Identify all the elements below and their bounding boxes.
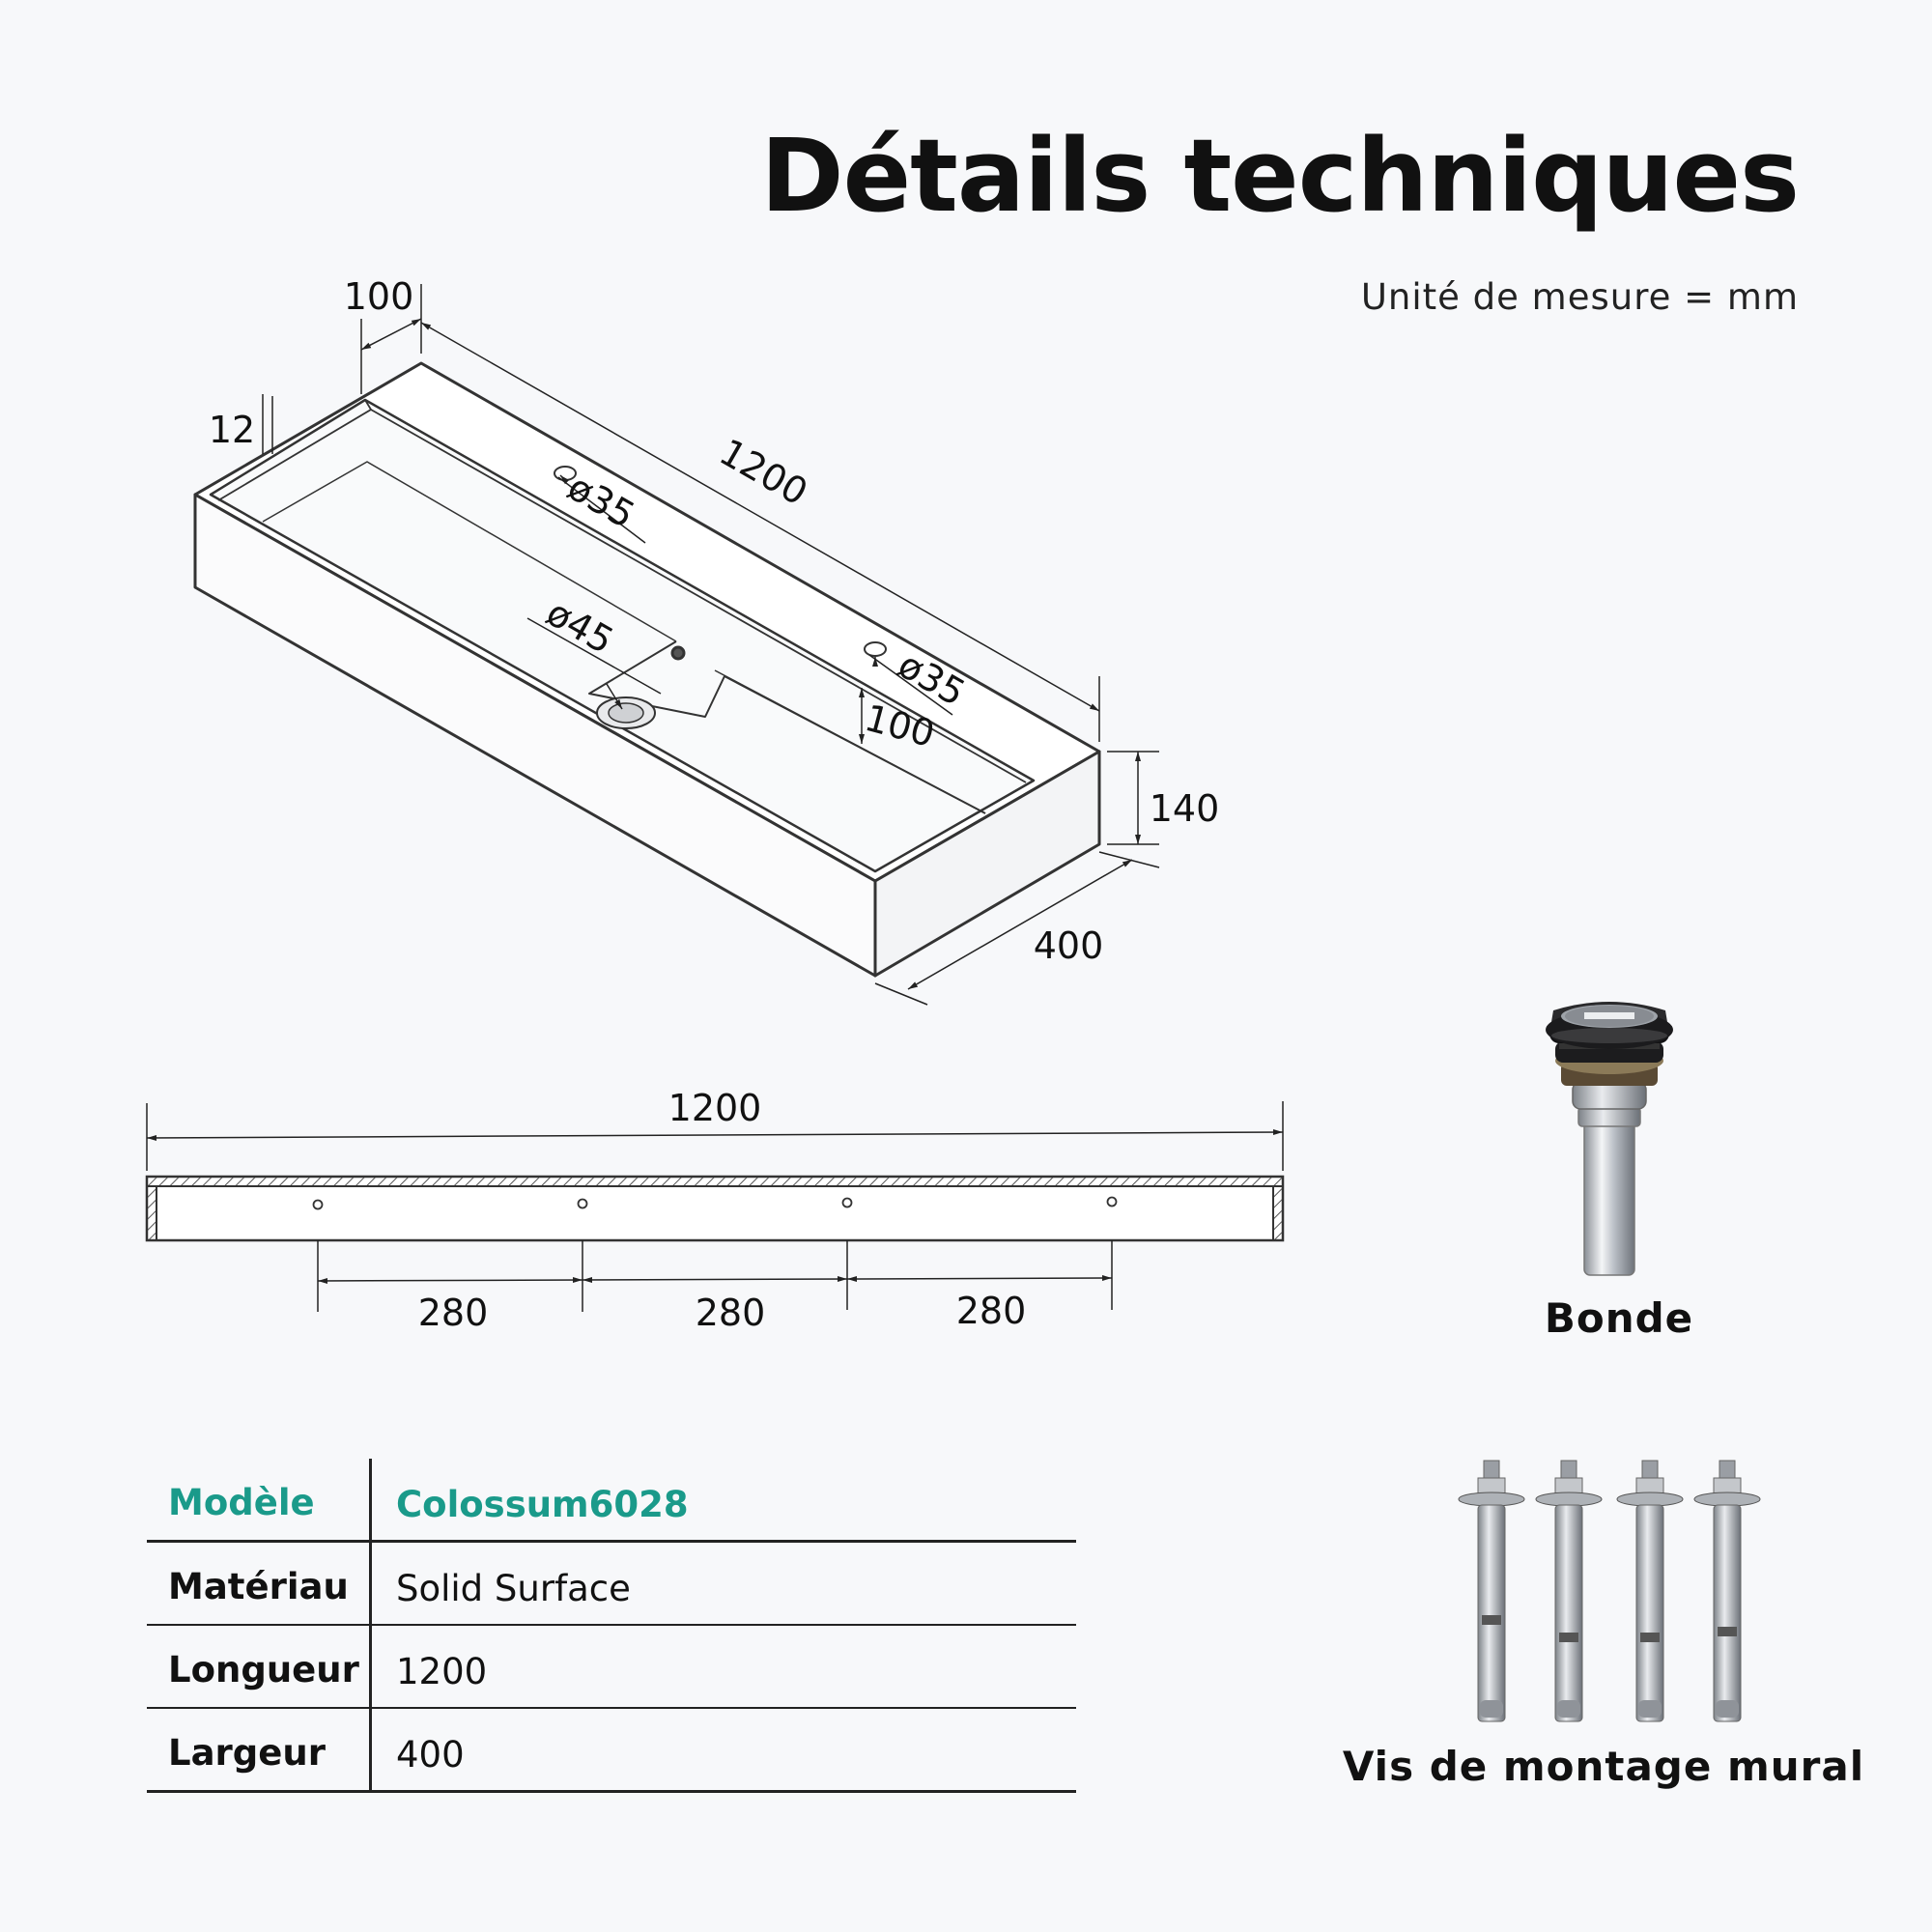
dim-rim: 100: [344, 275, 414, 318]
side-view: [145, 1175, 1285, 1242]
side-spacing-3: 280: [956, 1290, 1027, 1332]
table-divider: [369, 1543, 372, 1624]
screws-caption: Vis de montage mural: [1342, 1743, 1865, 1790]
dim-wall: 12: [209, 409, 255, 451]
drain-caption: Bonde: [1544, 1294, 1694, 1342]
spec-label: Modèle: [168, 1482, 315, 1523]
page-title: Détails techniques: [760, 117, 1800, 235]
table-divider: [369, 1459, 372, 1540]
screw-3: [1616, 1460, 1684, 1722]
screws-icon: [1458, 1460, 1761, 1722]
dim-height: 140: [1150, 787, 1220, 830]
spec-row-width: Largeur 400: [147, 1709, 1076, 1793]
unit-note: Unité de mesure = mm: [1360, 276, 1799, 318]
table-divider: [369, 1709, 372, 1790]
table-divider: [369, 1626, 372, 1707]
spec-value: 1200: [396, 1651, 488, 1692]
side-spacing-1: 280: [418, 1292, 489, 1334]
screw-4: [1693, 1460, 1761, 1722]
dim-length: 1200: [713, 431, 815, 514]
dim-width: 400: [1034, 924, 1104, 967]
spec-row-model: Modèle Colossum6028: [147, 1459, 1076, 1543]
isometric-dimensions: [262, 284, 1160, 1006]
spec-row-length: Longueur 1200: [147, 1626, 1076, 1709]
spec-value: Solid Surface: [396, 1568, 631, 1609]
side-dimensions: [146, 1101, 1284, 1312]
spec-table: Modèle Colossum6028 Matériau Solid Surfa…: [147, 1459, 1076, 1793]
isometric-basin: [193, 361, 1101, 978]
spec-label: Largeur: [168, 1732, 326, 1774]
screw-1: [1458, 1460, 1525, 1722]
side-dimension-labels: 1200 280 280 280: [418, 1087, 1027, 1334]
spec-value: 400: [396, 1734, 465, 1776]
side-spacing-2: 280: [696, 1292, 766, 1334]
spec-value: Colossum6028: [396, 1484, 689, 1525]
spec-label: Matériau: [168, 1566, 349, 1607]
drain-icon: [1546, 1002, 1673, 1276]
spec-label: Longueur: [168, 1649, 359, 1690]
side-total: 1200: [668, 1087, 762, 1129]
screw-2: [1535, 1460, 1603, 1722]
spec-row-material: Matériau Solid Surface: [147, 1543, 1076, 1626]
